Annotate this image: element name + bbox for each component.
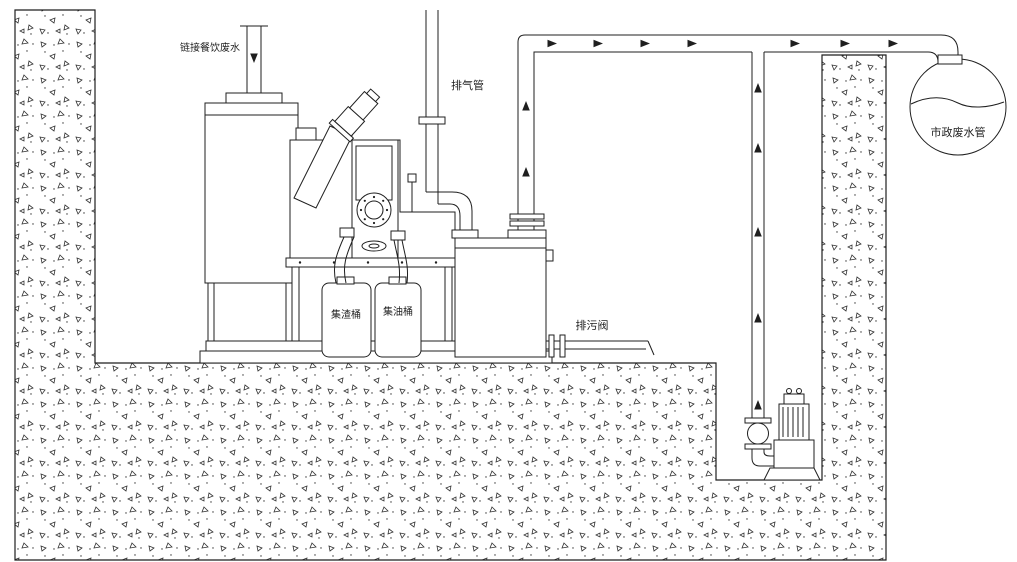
body-top-box — [295, 127, 317, 141]
motor-cap — [365, 88, 381, 103]
slag-hose — [333, 236, 355, 284]
check-valve — [747, 422, 769, 445]
body-leg-right — [444, 266, 453, 342]
label-vent-pipe: 排气管 — [451, 78, 484, 92]
body-leg-left — [291, 266, 300, 342]
water-level-line — [910, 97, 1005, 108]
pump-cap — [783, 393, 805, 405]
motor-fins — [782, 407, 804, 437]
label-municipal-pipe: 市政废水管 — [931, 125, 986, 139]
riser-flange-top — [744, 417, 772, 424]
lifting-lug-b — [796, 388, 802, 394]
column-panel — [355, 145, 393, 201]
support-rail — [285, 257, 459, 268]
label-inlet-pipe: 链接餐饮废水 — [180, 41, 240, 54]
left-tank-leg-b — [285, 282, 293, 342]
concrete-cross-section — [14, 9, 887, 561]
oil-hose-fitting — [390, 230, 406, 241]
lifting-lug-a — [786, 388, 792, 394]
drain-valve-group: 排污阀 — [546, 318, 655, 358]
pump-volute — [773, 439, 815, 469]
label-drain-valve: 排污阀 — [576, 318, 609, 332]
flow-arrows-right — [547, 39, 898, 48]
flow-arrow-down-inlet — [250, 53, 258, 63]
concrete-structure — [14, 9, 887, 561]
inlet-pipe-group: 链接餐饮废水 — [180, 25, 268, 93]
drain-handle-inner — [368, 243, 380, 249]
flow-arrows-up-separator — [522, 101, 530, 177]
drain-valve-flange-a — [548, 334, 555, 358]
riser-pipe — [751, 52, 765, 418]
label-oil-bucket: 集油桶 — [383, 305, 413, 318]
oil-bucket-neck — [388, 276, 407, 285]
left-tank — [204, 102, 299, 284]
pump-elbow — [751, 449, 774, 467]
separator-unit: 集渣桶 集油桶 — [199, 88, 554, 364]
discharge-flange — [507, 229, 547, 239]
elbow-flange — [451, 229, 479, 239]
pump-group — [744, 52, 821, 481]
pipe-outer-line — [517, 34, 959, 230]
vent-pipe-flange — [418, 116, 446, 125]
crossover-elbow — [426, 191, 473, 238]
inspection-flange — [356, 192, 392, 228]
riser-flange-upper — [509, 213, 545, 220]
screw-conveyor-chute — [293, 125, 353, 209]
pump-motor — [778, 403, 810, 441]
flow-arrows — [250, 39, 898, 410]
municipal-pipe-circle — [909, 58, 1007, 156]
right-tank-nub — [545, 249, 554, 262]
pipe-inlet-fitting — [937, 54, 963, 65]
level-sensor-head — [407, 173, 417, 183]
oil-hose — [393, 239, 408, 284]
inlet-pipe-lines — [240, 25, 268, 93]
drain-valve-flange-b — [559, 334, 566, 358]
label-slag-bucket: 集渣桶 — [331, 308, 361, 321]
pump-base — [763, 467, 821, 481]
flow-arrows-up-riser — [754, 83, 762, 410]
inlet-flange — [225, 92, 283, 104]
oil-bucket — [374, 282, 422, 358]
conveyor-motor — [328, 88, 381, 143]
riser-flange-bottom — [744, 443, 772, 450]
right-tank — [454, 237, 547, 358]
left-tank-leg-a — [207, 282, 215, 342]
vent-pipe-group: 排气管 — [418, 10, 484, 204]
riser-flange-lower — [509, 220, 545, 227]
municipal-outfall: 市政废水管 — [909, 54, 1007, 156]
top-discharge-pipe — [509, 34, 959, 230]
slag-hose-fitting — [339, 227, 355, 238]
pipe-inner-line-left — [533, 51, 752, 230]
